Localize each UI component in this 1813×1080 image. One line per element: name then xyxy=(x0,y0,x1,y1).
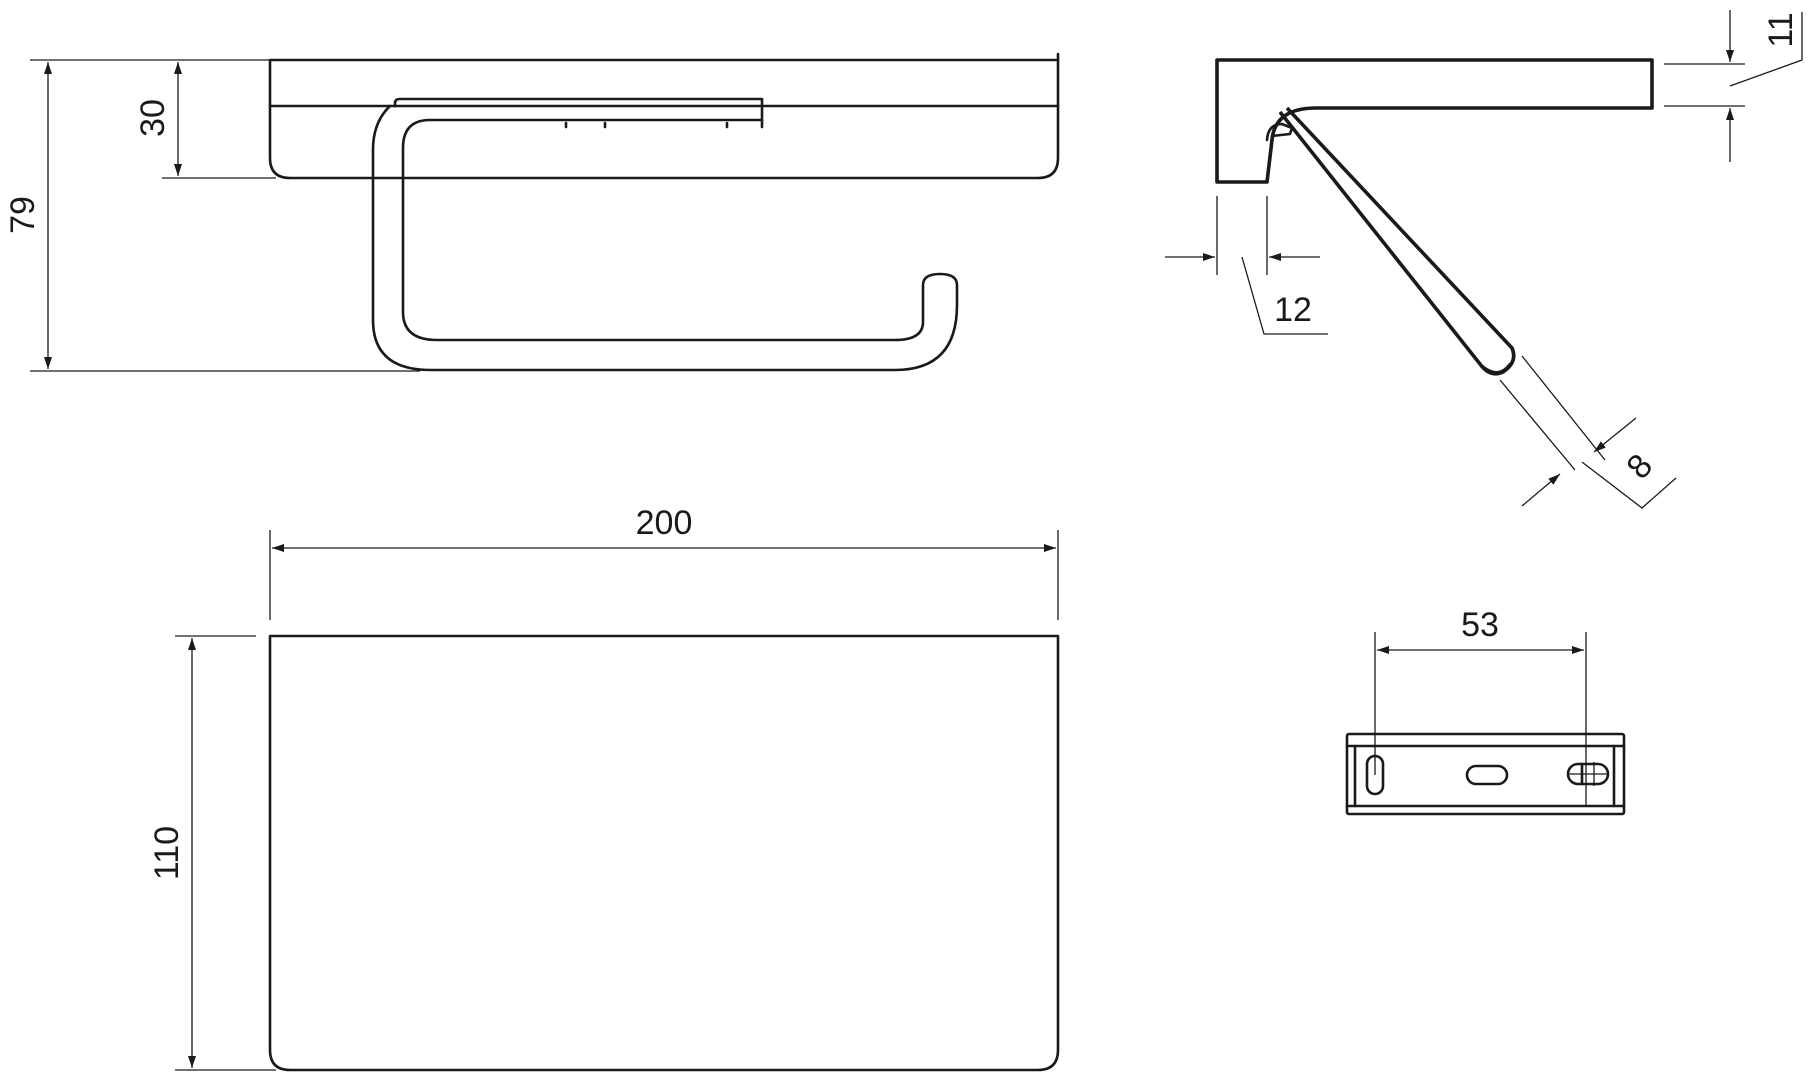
front-slot-detail xyxy=(393,97,764,129)
front-view: 79 30 xyxy=(4,52,1060,372)
dim-11-leader xyxy=(1729,12,1803,87)
dim-8-arrow-a xyxy=(1521,473,1561,507)
side-view: 11 12 8 xyxy=(1165,10,1803,509)
dim-200-label: 200 xyxy=(636,504,693,542)
dim-8-ext-b xyxy=(1521,355,1606,461)
front-roll-bar-outer xyxy=(371,104,959,372)
plate-view: 53 xyxy=(1345,606,1626,816)
dim-110-label: 110 xyxy=(148,826,186,880)
side-bracket-outline xyxy=(1215,58,1654,184)
top-shelf-outline xyxy=(268,634,1060,1072)
dim-8-label: 8 xyxy=(1619,447,1660,486)
dim-12-leader xyxy=(1241,256,1328,335)
dim-11-label: 11 xyxy=(1762,12,1800,47)
side-rod-cap xyxy=(1479,362,1512,374)
plate-hole-horizontal-slot xyxy=(1465,764,1509,786)
dim-79-label: 79 xyxy=(4,196,42,234)
top-view: 200 110 xyxy=(148,504,1060,1072)
dim-12-label: 12 xyxy=(1274,291,1312,329)
dim-53-label: 53 xyxy=(1461,606,1499,644)
dim-8-arrow-b xyxy=(1593,417,1637,453)
plate-outline xyxy=(1345,732,1626,816)
dim-30-label: 30 xyxy=(134,99,172,137)
dim-8-leader xyxy=(1581,461,1677,509)
dim-8-ext-a xyxy=(1499,379,1576,471)
front-shelf-outline xyxy=(268,58,1060,180)
